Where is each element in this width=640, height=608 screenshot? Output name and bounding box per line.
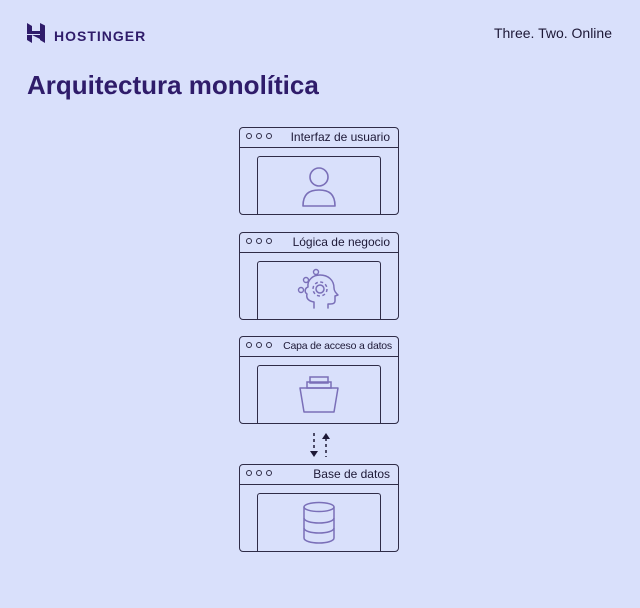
hostinger-logo-icon (26, 22, 46, 49)
user-icon (302, 167, 336, 207)
layer-label: Base de datos (313, 467, 390, 481)
database-icon (303, 501, 335, 544)
folder-icon (299, 376, 339, 413)
data-access-layer-window: Capa de acceso a datos (239, 336, 399, 424)
window-dot (256, 238, 262, 244)
window-dot (266, 470, 272, 476)
window-dot (246, 342, 252, 348)
window-controls (246, 133, 272, 139)
window-controls (246, 238, 272, 244)
ui-layer-window: Interfaz de usuario (239, 127, 399, 215)
brand[interactable]: HOSTINGER (26, 22, 146, 49)
window-controls (246, 342, 272, 348)
window-screen (257, 261, 381, 320)
window-dot (266, 342, 272, 348)
business-layer-window: Lógica de negocio (239, 232, 399, 320)
layer-label: Lógica de negocio (292, 235, 390, 249)
brand-name: HOSTINGER (54, 27, 147, 44)
window-titlebar: Lógica de negocio (240, 233, 398, 253)
window-screen (257, 156, 381, 215)
page-title: Arquitectura monolítica (27, 70, 319, 100)
brain-gear-icon (297, 268, 339, 309)
window-dot (266, 238, 272, 244)
window-dot (246, 238, 252, 244)
bidirectional-arrows-icon (310, 433, 330, 457)
window-dot (256, 133, 262, 139)
window-titlebar: Interfaz de usuario (240, 128, 398, 148)
window-dot (256, 342, 262, 348)
window-dot (266, 133, 272, 139)
window-dot (246, 470, 252, 476)
tagline: Three. Two. Online (493, 25, 612, 41)
window-dot (256, 470, 262, 476)
layer-label: Capa de acceso a datos (283, 340, 392, 352)
window-titlebar: Base de datos (240, 465, 398, 485)
window-dot (246, 133, 252, 139)
window-titlebar: Capa de acceso a datos (240, 337, 398, 357)
database-layer-window: Base de datos (239, 464, 399, 552)
window-screen (257, 365, 381, 424)
window-screen (257, 493, 381, 552)
window-controls (246, 470, 272, 476)
layer-label: Interfaz de usuario (290, 130, 390, 144)
